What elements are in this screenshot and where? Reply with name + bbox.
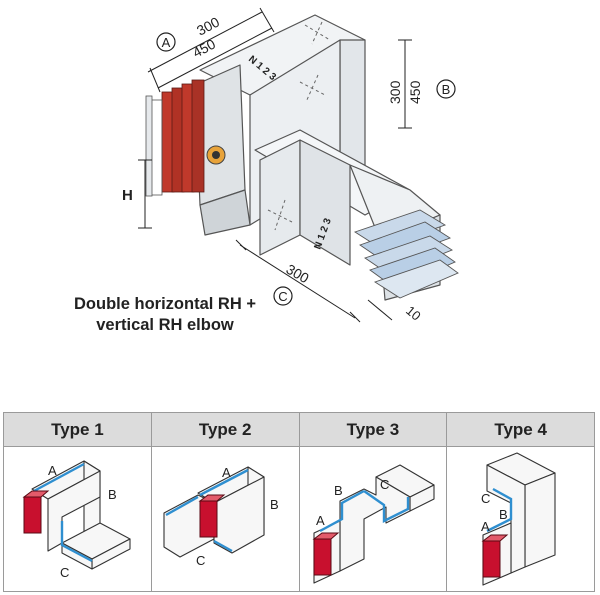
caption-line-2: vertical RH elbow — [96, 316, 234, 334]
type-4-cell: Type 4 A B C — [447, 413, 594, 591]
type-2-header: Type 2 — [151, 413, 299, 447]
dimension-lines — [138, 7, 412, 323]
type-4-label-c: C — [481, 491, 490, 506]
dim-b-300: 300 — [387, 80, 403, 104]
right-conductor-stack — [353, 209, 459, 299]
busbar-elbow-diagram: N 1 2 3 N 1 2 3 300 450 300 450 H 300 10… — [122, 7, 459, 324]
circle-label-a-text: A — [162, 35, 171, 50]
dim-h: H — [122, 187, 133, 204]
type-3-label-b: B — [334, 483, 343, 498]
circle-label-c: C — [273, 286, 293, 306]
dim-c-10: 10 — [403, 303, 424, 324]
joint-bolt — [206, 145, 226, 165]
type-4-label-a: A — [481, 519, 490, 534]
type-4-illustration: A B C — [447, 447, 594, 591]
circle-label-a: A — [156, 32, 176, 52]
type-2-label-c: C — [196, 553, 205, 568]
type-2-illustration: A B C — [152, 447, 299, 591]
type-3-illustration: A B C — [300, 447, 447, 591]
circle-label-c-text: C — [278, 289, 287, 304]
type-1-label-a: A — [48, 463, 57, 478]
type-3-cell: Type 3 A B C — [299, 413, 448, 591]
dim-b-450: 450 — [407, 80, 423, 104]
left-conductor-stack — [145, 79, 205, 197]
type-4-header: Type 4 — [447, 413, 594, 447]
elbow-types-table: Type 1 A B C Type — [3, 412, 595, 592]
type-1-header: Type 1 — [4, 413, 151, 447]
type-2-label-b: B — [270, 497, 279, 512]
type-1-illustration: A B C — [4, 447, 151, 591]
circle-label-b: B — [436, 79, 456, 99]
type-3-header: Type 3 — [299, 413, 447, 447]
caption-line-1: Double horizontal RH + — [74, 295, 256, 313]
type-2-label-a: A — [222, 465, 231, 480]
type-3-label-a: A — [316, 513, 325, 528]
circle-label-b-text: B — [442, 82, 451, 97]
dim-a-450: 450 — [190, 35, 218, 60]
center-marks — [267, 21, 331, 231]
diagram-caption: Double horizontal RH + vertical RH elbow — [50, 294, 280, 336]
type-1-label-b: B — [108, 487, 117, 502]
type-3-label-c: C — [380, 477, 389, 492]
type-1-label-c: C — [60, 565, 69, 580]
dim-c-300: 300 — [284, 261, 312, 287]
type-1-cell: Type 1 A B C — [4, 413, 152, 591]
type-2-cell: Type 2 A B C — [151, 413, 300, 591]
type-4-label-b: B — [499, 507, 508, 522]
